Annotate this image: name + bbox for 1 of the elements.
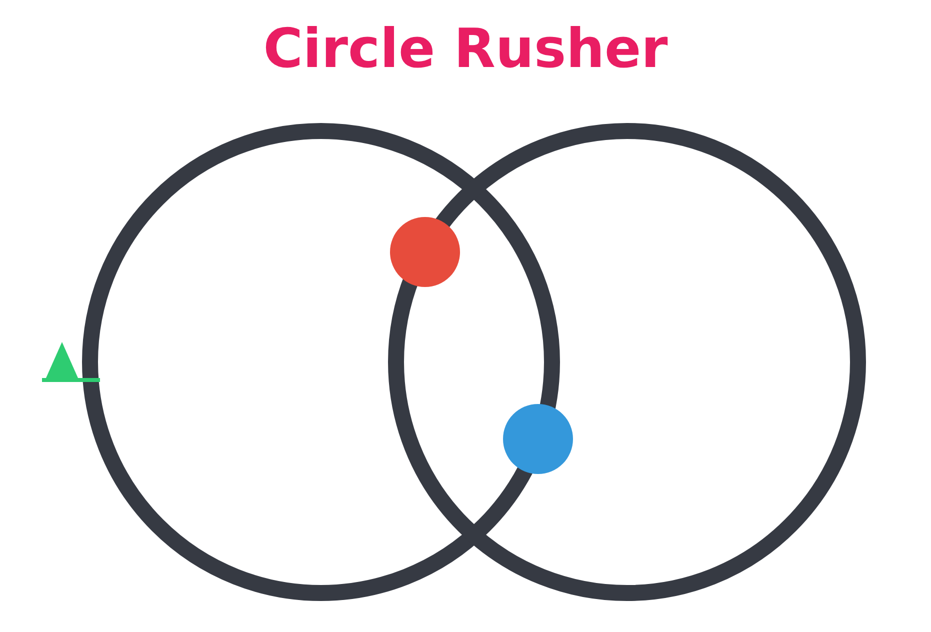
title: Circle Rusher bbox=[263, 17, 668, 80]
